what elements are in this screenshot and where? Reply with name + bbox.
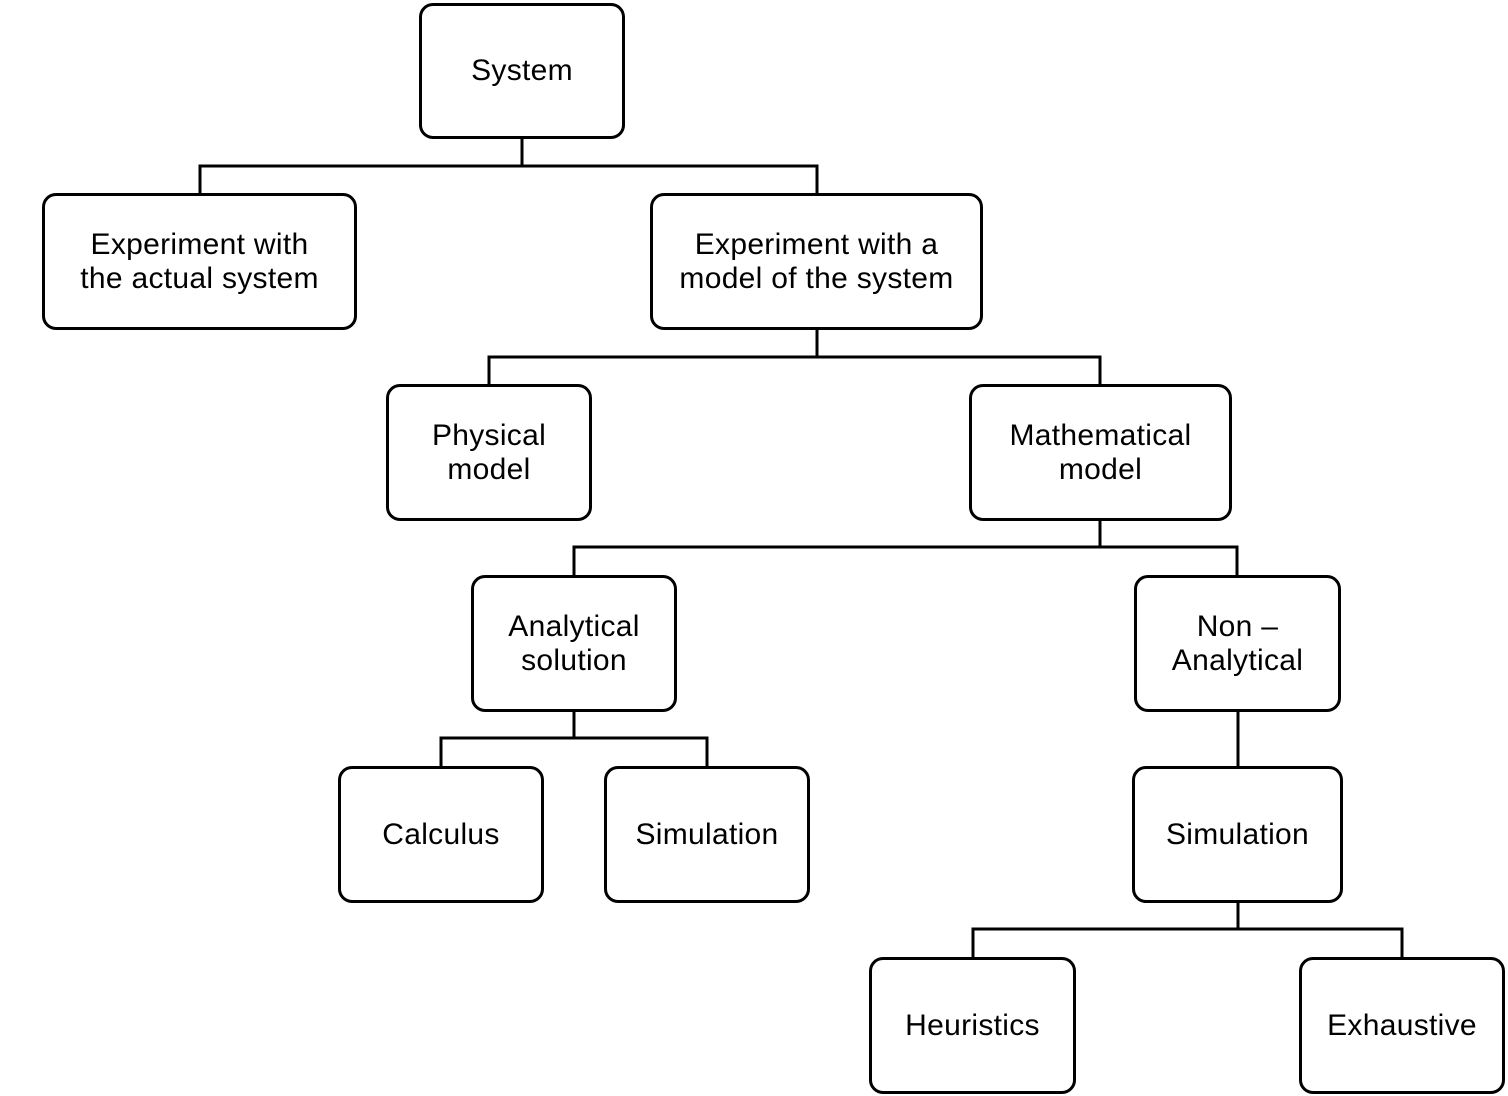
node-simulation-analytical: Simulation xyxy=(604,766,810,903)
node-non-analytical-label: Non – Analytical xyxy=(1171,609,1304,677)
node-analytical-solution: Analytical solution xyxy=(471,575,677,712)
node-system: System xyxy=(419,3,625,139)
node-system-label: System xyxy=(471,54,573,87)
node-experiment-model-label: Experiment with a model of the system xyxy=(679,227,954,295)
node-calculus: Calculus xyxy=(338,766,544,903)
edge-system-children xyxy=(198,136,819,196)
node-analytical-solution-label: Analytical solution xyxy=(508,609,640,677)
node-simulation-analytical-label: Simulation xyxy=(635,817,779,851)
node-experiment-actual-system-label: Experiment with the actual system xyxy=(80,227,319,295)
node-physical-model: Physical model xyxy=(386,384,592,521)
node-mathematical-model: Mathematical model xyxy=(969,384,1232,521)
edge-analytical-children xyxy=(439,708,709,769)
node-simulation-non-analytical-label: Simulation xyxy=(1165,817,1310,851)
node-experiment-actual-system: Experiment with the actual system xyxy=(42,193,357,330)
edge-math-children xyxy=(572,517,1239,578)
edge-simulation-children xyxy=(971,899,1404,960)
node-exhaustive: Exhaustive xyxy=(1299,957,1505,1094)
node-non-analytical: Non – Analytical xyxy=(1134,575,1341,712)
node-mathematical-model-label: Mathematical model xyxy=(1009,418,1192,486)
node-calculus-label: Calculus xyxy=(382,817,500,851)
node-experiment-model: Experiment with a model of the system xyxy=(650,193,983,330)
node-physical-model-label: Physical model xyxy=(431,418,547,486)
node-heuristics-label: Heuristics xyxy=(905,1008,1040,1042)
node-simulation-non-analytical: Simulation xyxy=(1132,766,1343,903)
edge-model-children xyxy=(487,327,1102,387)
node-exhaustive-label: Exhaustive xyxy=(1327,1008,1477,1042)
node-heuristics: Heuristics xyxy=(869,957,1076,1094)
